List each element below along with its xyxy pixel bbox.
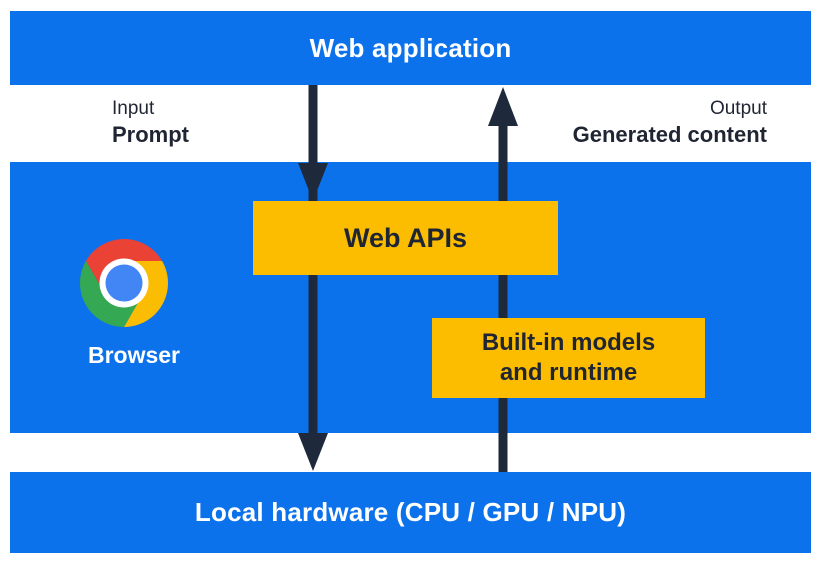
web-apis-label: Web APIs — [343, 222, 468, 253]
down-arrow-icon — [298, 85, 328, 471]
local-hardware-layer: Local hardware (CPU / GPU / NPU) — [10, 472, 811, 553]
builtin-models-box: Built-in models and runtime — [432, 318, 705, 398]
generated-content-label: Generated content — [572, 122, 767, 147]
builtin-models-label-line2: and runtime — [499, 359, 638, 386]
up-arrow-icon — [488, 87, 518, 472]
input-label-block: Input Prompt — [112, 97, 189, 148]
output-label-block: Output Generated content — [573, 97, 767, 148]
web-apis-box: Web APIs — [253, 201, 558, 275]
web-application-layer: Web application — [10, 11, 811, 85]
prompt-label: Prompt — [112, 122, 189, 147]
browser-label: Browser — [87, 342, 181, 368]
builtin-models-label-line1: Built-in models — [481, 329, 656, 356]
output-title: Output — [709, 98, 767, 119]
input-title: Input — [112, 98, 155, 119]
chrome-browser-icon — [80, 239, 168, 327]
web-application-label: Web application — [309, 32, 512, 63]
local-hardware-label: Local hardware (CPU / GPU / NPU) — [194, 497, 627, 527]
